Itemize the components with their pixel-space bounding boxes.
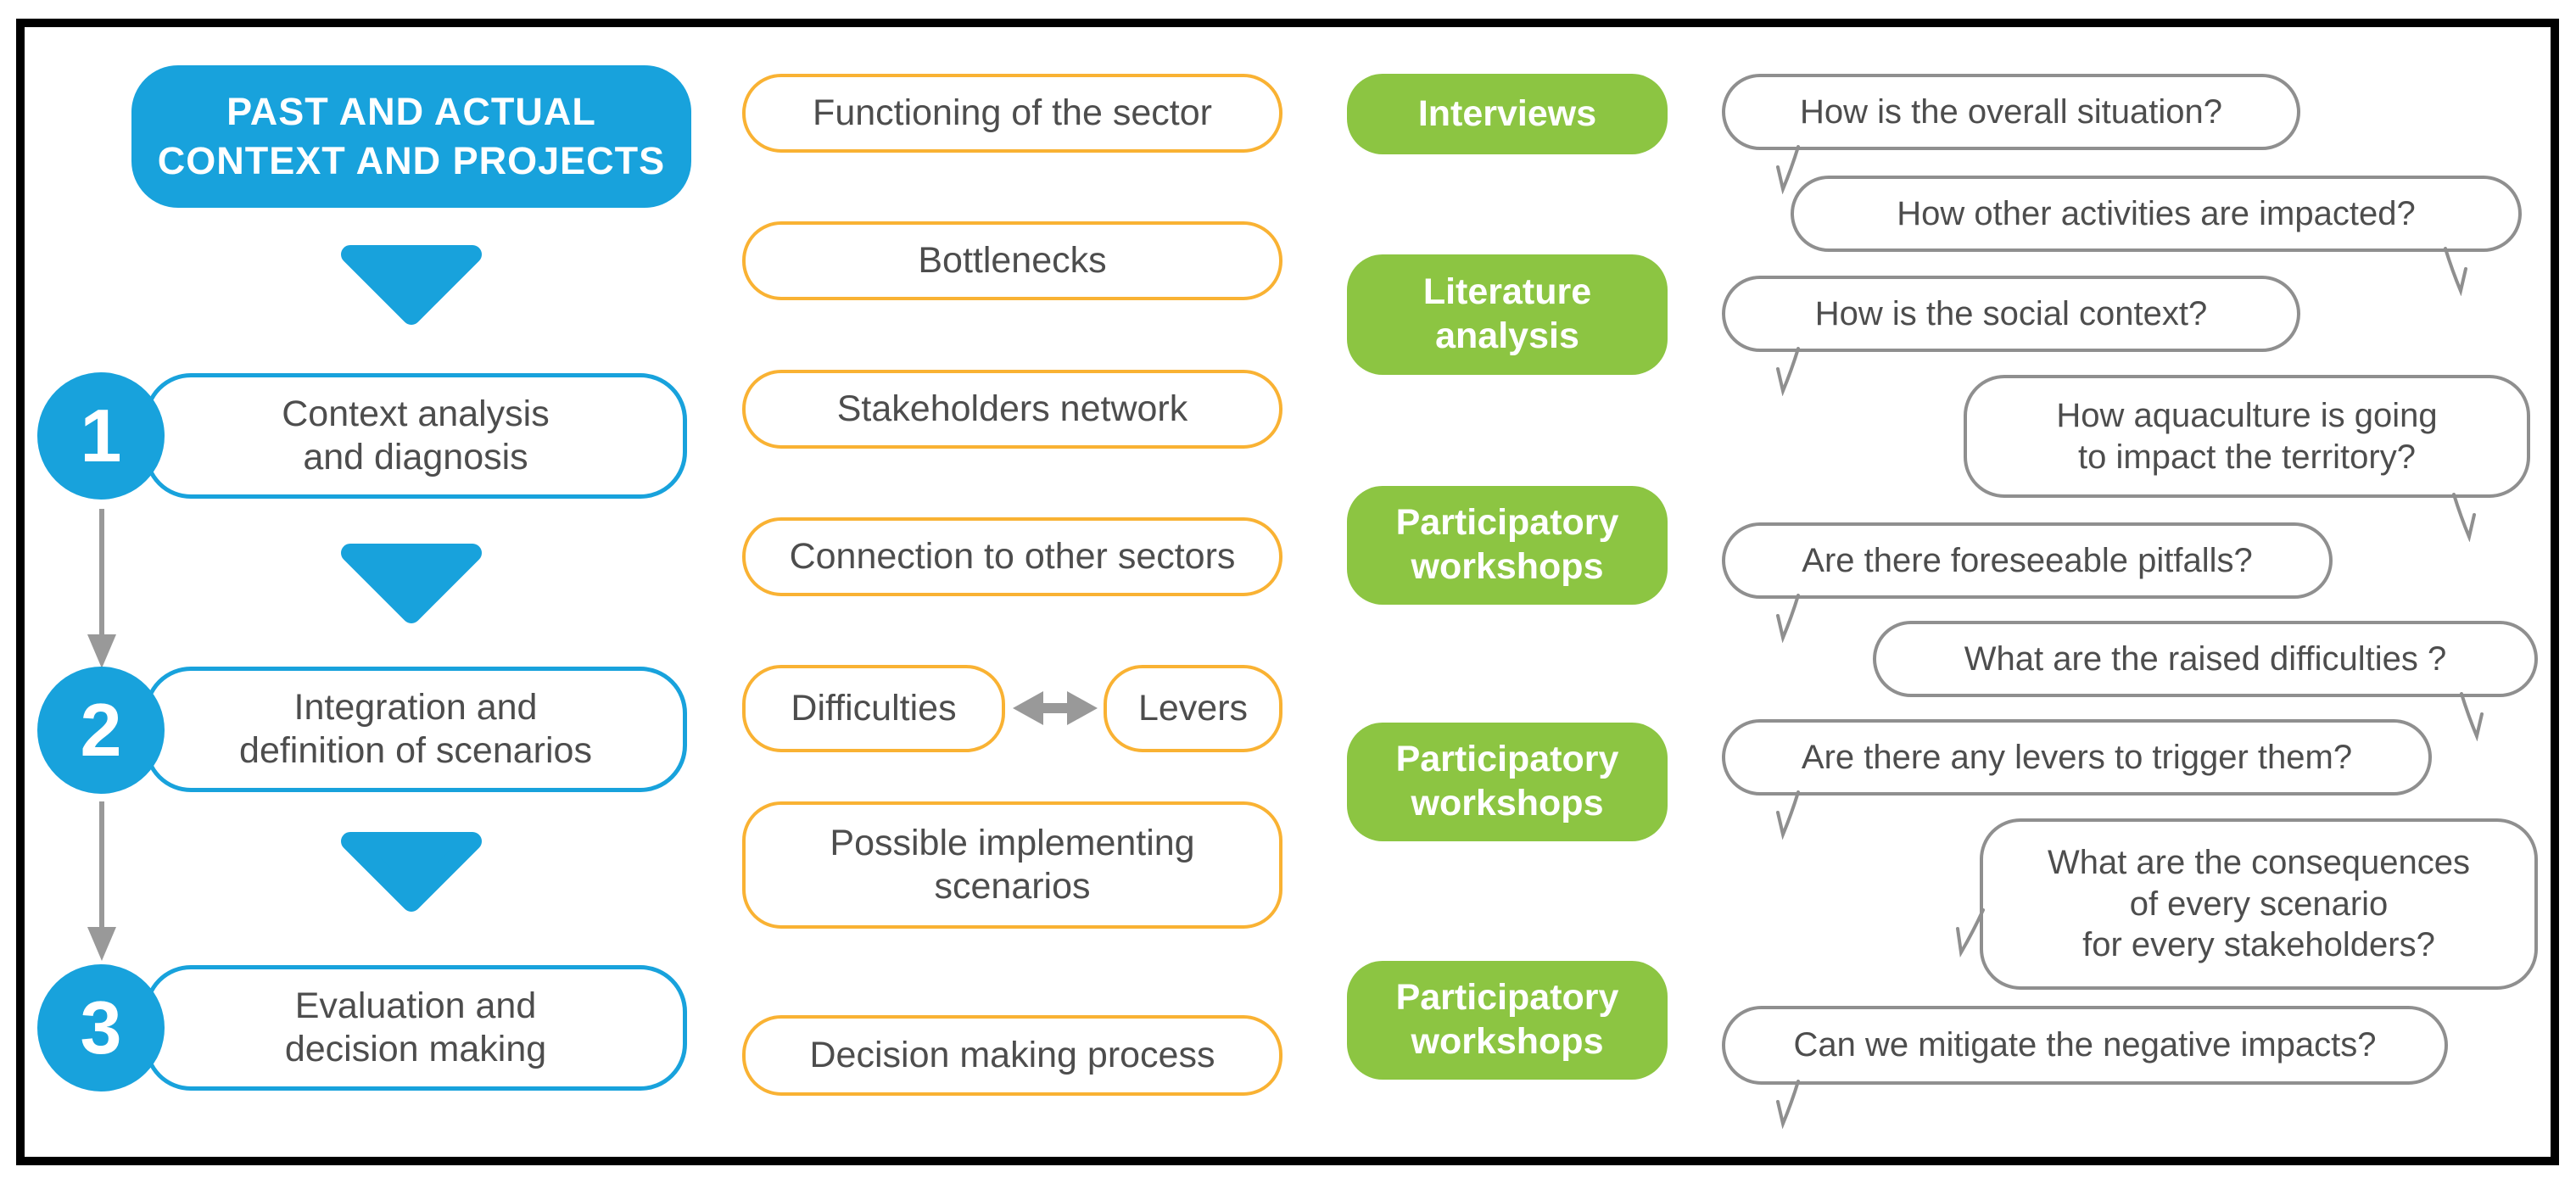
topic-box: Decision making process — [742, 1015, 1282, 1096]
question-text: How is the social context? — [1814, 294, 2208, 332]
topic-box-levers: Levers — [1104, 665, 1282, 752]
bubble-tail-icon — [1774, 790, 1808, 840]
question-text: Can we mitigate the negative impacts? — [1793, 1026, 2377, 1064]
bubble-tail-icon — [2444, 493, 2478, 542]
step-label-box: Evaluation and decision making — [144, 965, 687, 1091]
bubble-tail-icon — [1774, 145, 1808, 194]
method-label: Interviews — [1417, 92, 1597, 134]
step-number-badge: 2 — [37, 667, 165, 794]
step-number: 1 — [80, 394, 122, 477]
question-text: How other activities are impacted? — [1897, 194, 2416, 232]
question-bubble: How is the overall situation? — [1722, 74, 2300, 194]
step-label-box: Context analysis and diagnosis — [144, 373, 687, 499]
bubble-tail-icon — [1774, 594, 1808, 643]
question-bubble: Are there foreseeable pitfalls? — [1722, 522, 2333, 643]
question-text: What are the raised difficulties ? — [1964, 639, 2447, 678]
topic-label: Decision making process — [809, 1035, 1215, 1076]
bubble-tail-icon — [1774, 1080, 1808, 1129]
bubble-tail-icon — [2451, 692, 2485, 741]
question-text: How aquaculture is going to impact the t… — [2056, 396, 2438, 476]
flow-down-triangle-icon — [337, 543, 486, 624]
bidirectional-arrow-icon — [1013, 689, 1098, 728]
topic-label: Difficulties — [791, 688, 957, 729]
question-bubble: Can we mitigate the negative impacts? — [1722, 1006, 2448, 1129]
step-number: 2 — [80, 688, 122, 772]
question-bubble: How aquaculture is going to impact the t… — [1964, 375, 2530, 542]
method-box: Participatory workshops — [1347, 723, 1668, 841]
bubble-tail-icon — [1954, 908, 1988, 957]
step-label-box: Integration and definition of scenarios — [144, 667, 687, 792]
topic-label: Functioning of the sector — [813, 92, 1212, 134]
bubble-tail-icon — [2435, 247, 2469, 296]
method-label: Participatory workshops — [1395, 977, 1619, 1062]
method-box: Participatory workshops — [1347, 486, 1668, 605]
question-text: Are there any levers to trigger them? — [1801, 738, 2353, 776]
topic-label: Possible implementing scenarios — [830, 823, 1195, 907]
topic-label: Bottlenecks — [918, 240, 1107, 282]
step-connector-arrow-icon — [87, 509, 116, 670]
step-number-badge: 1 — [37, 372, 165, 500]
question-bubble: What are the consequences of every scena… — [1956, 818, 2538, 990]
topic-box: Connection to other sectors — [742, 517, 1282, 596]
topic-label: Stakeholders network — [836, 388, 1188, 430]
step-label: Context analysis and diagnosis — [282, 394, 550, 477]
method-box: Literature analysis — [1347, 254, 1668, 375]
topic-box: Possible implementing scenarios — [742, 801, 1282, 929]
method-label: Literature analysis — [1422, 271, 1592, 356]
topic-box: Stakeholders network — [742, 370, 1282, 449]
topic-box: Bottlenecks — [742, 221, 1282, 300]
header-title: PAST AND ACTUAL CONTEXT AND PROJECTS — [157, 90, 666, 182]
question-text: How is the overall situation? — [1799, 92, 2223, 131]
step-label: Integration and definition of scenarios — [239, 687, 592, 771]
question-text: Are there foreseeable pitfalls? — [1802, 541, 2253, 579]
question-bubble: What are the raised difficulties ? — [1873, 621, 2538, 741]
method-label: Participatory workshops — [1395, 502, 1619, 587]
step-label: Evaluation and decision making — [284, 985, 547, 1069]
bubble-tail-icon — [1774, 347, 1808, 396]
topic-box-difficulties: Difficulties — [742, 665, 1005, 752]
step-number: 3 — [80, 985, 122, 1069]
flow-down-triangle-icon — [337, 831, 486, 913]
question-bubble: How other activities are impacted? — [1791, 176, 2522, 296]
question-bubble: How is the social context? — [1722, 276, 2300, 396]
flow-down-triangle-icon — [337, 244, 486, 326]
step-number-badge: 3 — [37, 964, 165, 1091]
header-box: PAST AND ACTUAL CONTEXT AND PROJECTS — [131, 65, 691, 208]
method-box: Interviews — [1347, 74, 1668, 154]
step-connector-arrow-icon — [87, 801, 116, 963]
question-text: What are the consequences of every scena… — [2047, 843, 2471, 964]
topic-label: Connection to other sectors — [789, 536, 1236, 578]
method-box: Participatory workshops — [1347, 961, 1668, 1080]
topic-label: Levers — [1137, 688, 1249, 729]
topic-box: Functioning of the sector — [742, 74, 1282, 153]
method-label: Participatory workshops — [1395, 739, 1619, 823]
question-bubble: Are there any levers to trigger them? — [1722, 719, 2432, 840]
